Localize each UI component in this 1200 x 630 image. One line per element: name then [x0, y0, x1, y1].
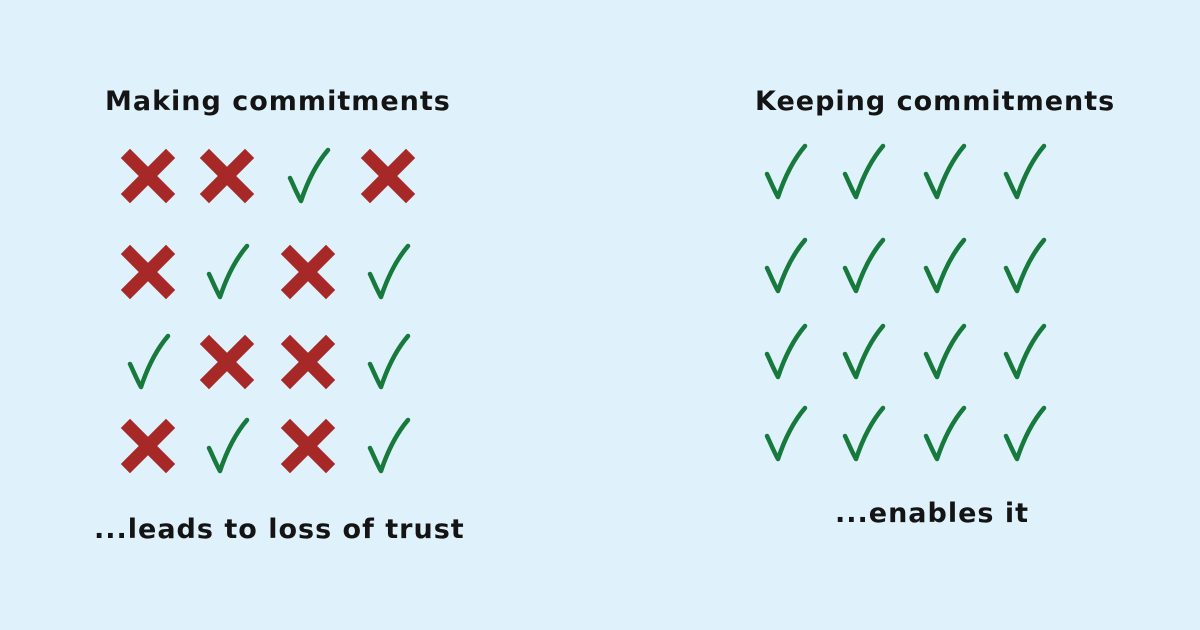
left-panel-heading: Making commitments — [105, 86, 451, 117]
cross-mark-icon — [116, 240, 180, 304]
check-mark-icon — [992, 234, 1056, 298]
check-mark-icon — [195, 240, 259, 304]
check-mark-icon — [992, 140, 1056, 204]
check-mark-icon — [831, 402, 895, 466]
check-mark-icon — [831, 140, 895, 204]
check-mark-icon — [356, 330, 420, 394]
check-mark-icon — [753, 234, 817, 298]
check-mark-icon — [753, 320, 817, 384]
making-commitments-panel: Making commitments ...leads to loss of t… — [94, 86, 465, 545]
check-mark-icon — [831, 234, 895, 298]
check-mark-icon — [356, 240, 420, 304]
check-mark-icon — [992, 402, 1056, 466]
check-mark-icon — [912, 234, 976, 298]
check-mark-icon — [753, 402, 817, 466]
cross-mark-icon — [195, 330, 259, 394]
check-mark-icon — [116, 330, 180, 394]
cross-mark-icon — [356, 144, 420, 208]
check-mark-icon — [992, 320, 1056, 384]
check-mark-icon — [831, 320, 895, 384]
right-panel-caption: ...enables it — [835, 498, 1030, 529]
check-mark-icon — [276, 144, 340, 208]
check-mark-icon — [753, 140, 817, 204]
check-mark-icon — [912, 402, 976, 466]
cross-mark-icon — [276, 240, 340, 304]
check-mark-icon — [912, 320, 976, 384]
check-mark-icon — [356, 414, 420, 478]
keeping-commitments-panel: Keeping commitments ...enables it — [600, 0, 1200, 630]
cross-mark-icon — [276, 414, 340, 478]
cross-mark-icon — [276, 330, 340, 394]
check-mark-icon — [195, 414, 259, 478]
cross-mark-icon — [116, 144, 180, 208]
check-mark-icon — [912, 140, 976, 204]
cross-mark-icon — [116, 414, 180, 478]
right-panel-heading: Keeping commitments — [755, 86, 1116, 117]
left-panel-caption: ...leads to loss of trust — [94, 514, 465, 545]
cross-mark-icon — [195, 144, 259, 208]
